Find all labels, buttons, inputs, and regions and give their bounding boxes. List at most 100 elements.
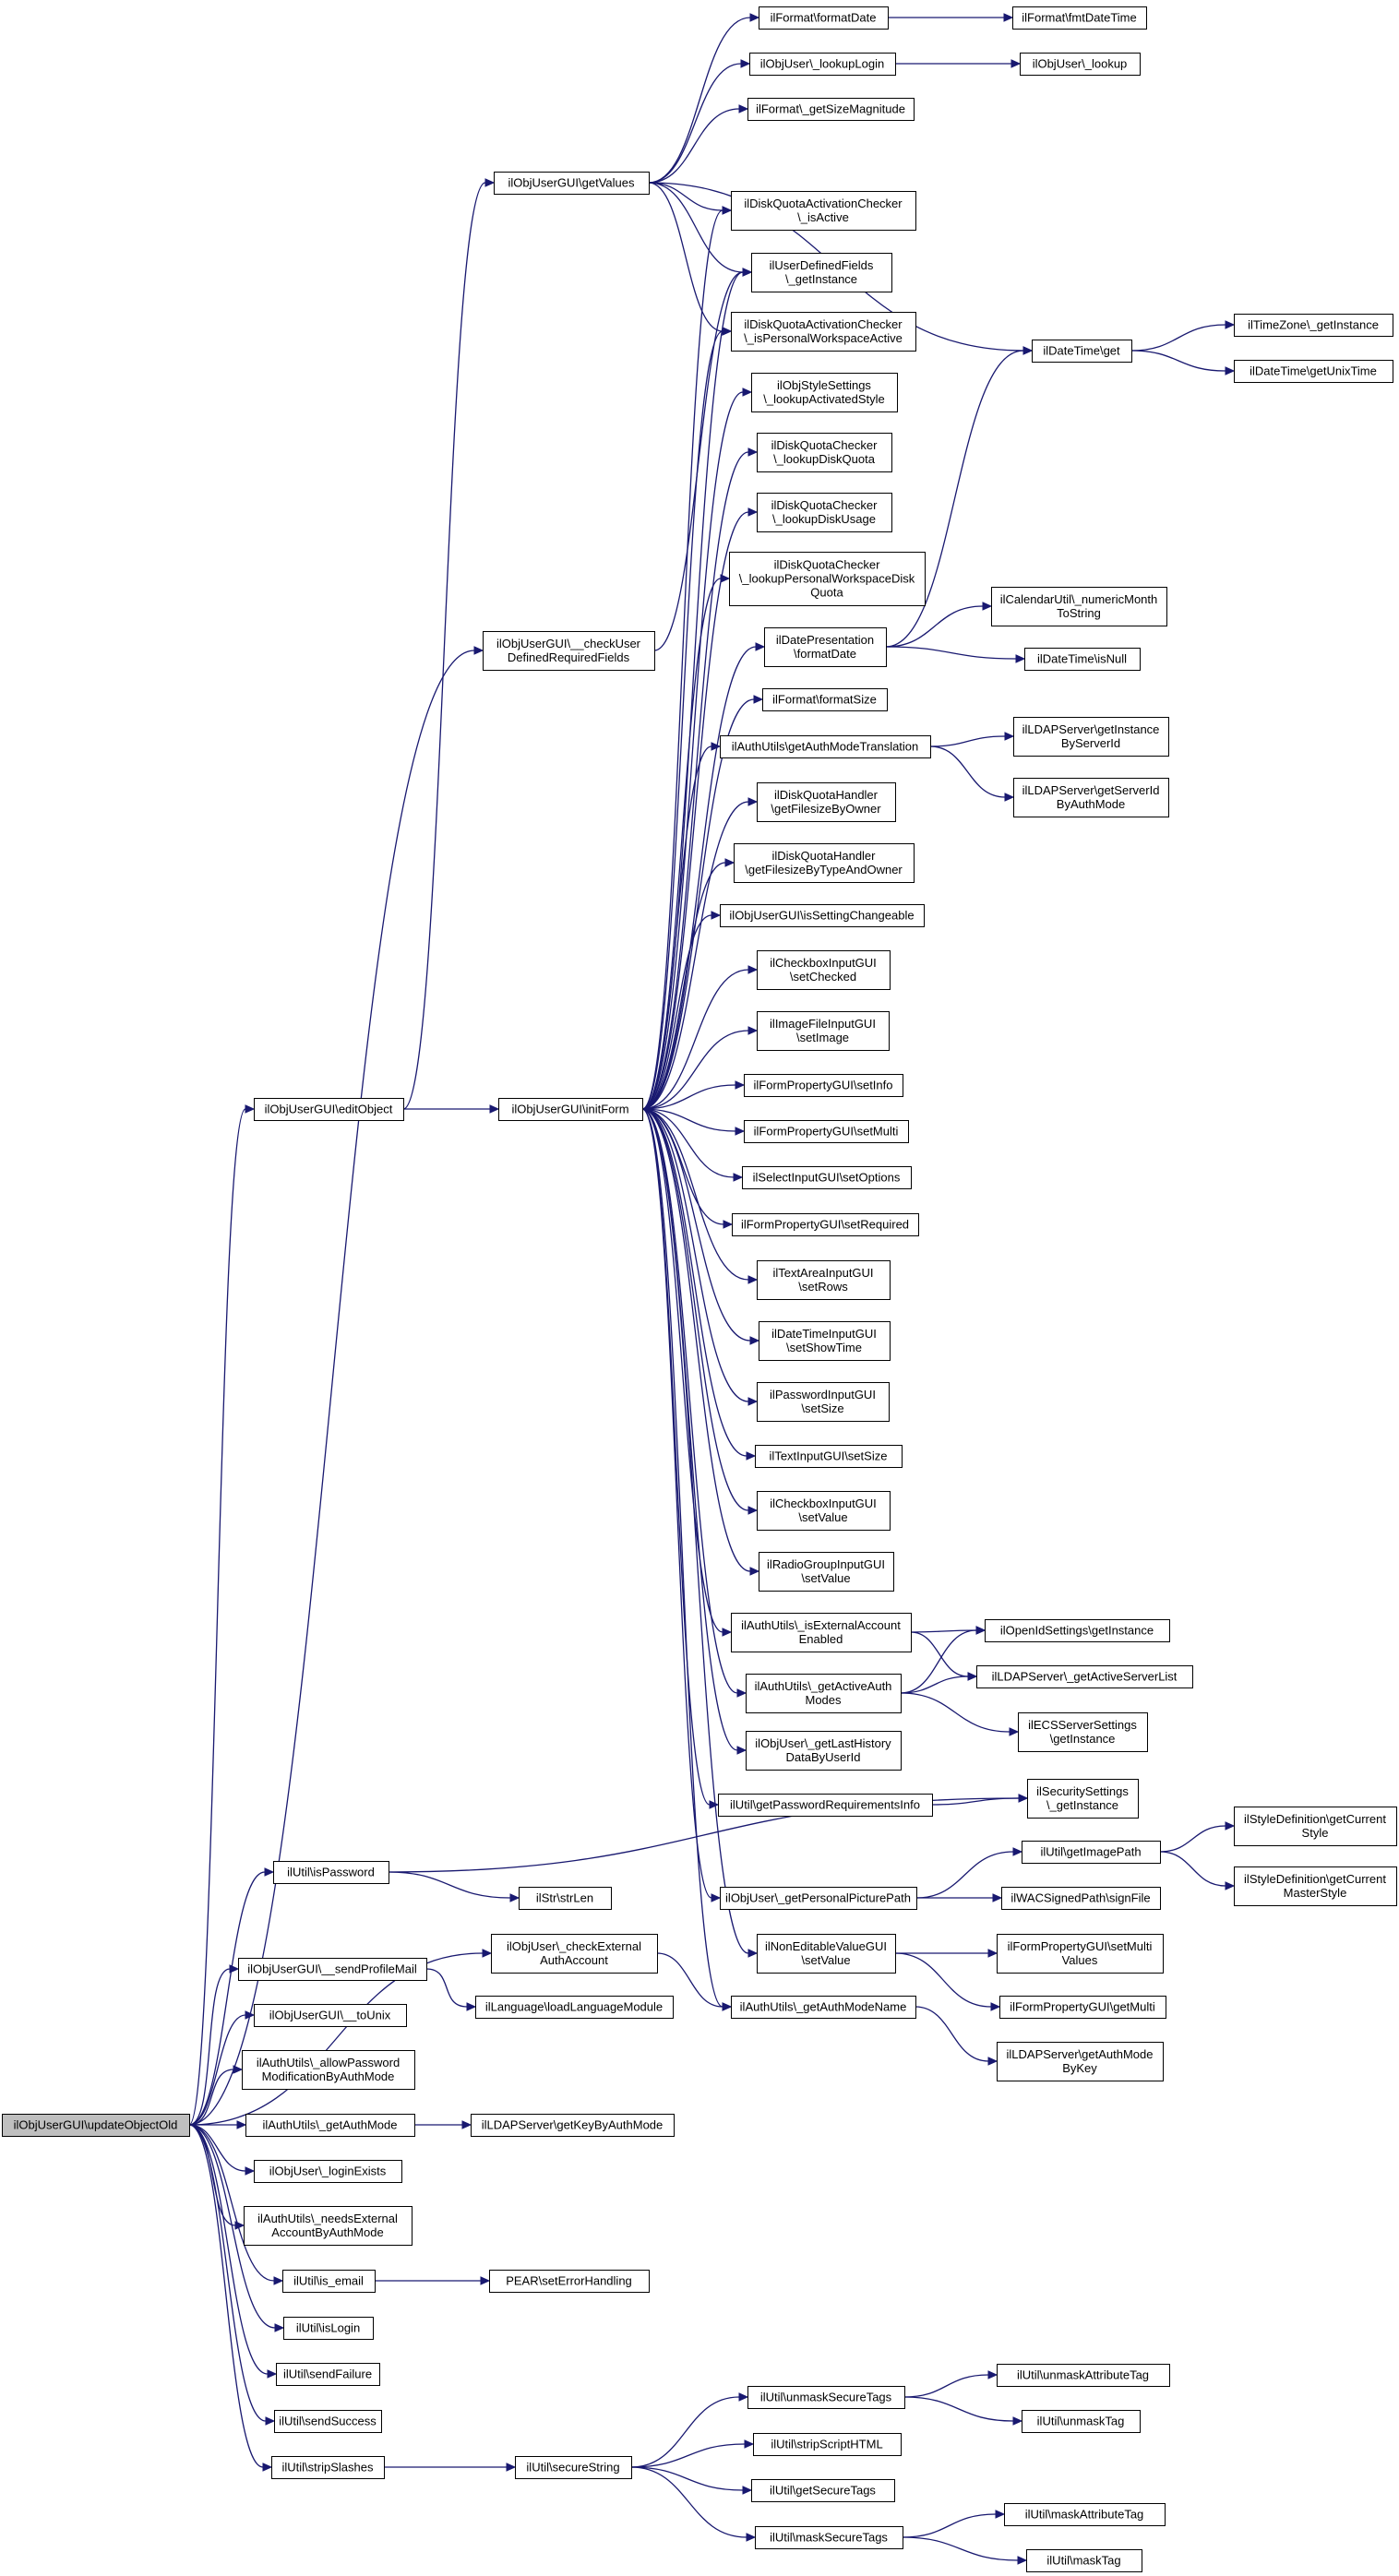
node-root[interactable]: ilObjUserGUI\updateObjectOld <box>2 2114 190 2137</box>
arrowhead <box>749 1336 760 1345</box>
node-wac-sign[interactable]: ilWACSignedPath\signFile <box>1001 1887 1161 1910</box>
node-label: ilDiskQuotaChecker <box>771 438 879 452</box>
node-secure-string[interactable]: ilUtil\secureString <box>515 2456 632 2479</box>
node-needs-ext-acc[interactable]: ilAuthUtils\_needsExternalAccountByAuthM… <box>244 2206 413 2246</box>
node-dq-personal[interactable]: ilDiskQuotaActivationChecker\_isPersonal… <box>731 312 916 352</box>
node-str-len[interactable]: ilStr\strLen <box>519 1887 612 1910</box>
node-lookup[interactable]: ilObjUser\_lookup <box>1020 53 1141 76</box>
node-get-image-path[interactable]: ilUtil\getImagePath <box>1022 1841 1161 1864</box>
node-label: \_isActive <box>797 210 849 224</box>
node-label: ilObjUserGUI\isSettingChangeable <box>729 909 914 923</box>
node-get-auth-mode[interactable]: ilAuthUtils\_getAuthMode <box>245 2114 415 2137</box>
node-to-unix[interactable]: ilObjUserGUI\__toUnix <box>254 2004 407 2027</box>
node-dt-get-unix[interactable]: ilDateTime\getUnixTime <box>1234 360 1393 383</box>
node-tz-get-instance[interactable]: ilTimeZone\_getInstance <box>1234 314 1393 337</box>
node-login-exists[interactable]: ilObjUser\_loginExists <box>254 2160 402 2183</box>
node-cb-set-value[interactable]: ilCheckboxInputGUI\setValue <box>757 1491 891 1531</box>
node-ldap-active-list[interactable]: ilLDAPServer\_getActiveServerList <box>976 1665 1193 1688</box>
node-dqh-filesize-owner[interactable]: ilDiskQuotaHandler\getFilesizeByOwner <box>757 782 896 822</box>
arrowhead <box>461 2120 472 2129</box>
node-fp-get-multi[interactable]: ilFormPropertyGUI\getMulti <box>999 1996 1166 2019</box>
node-open-id-get-inst[interactable]: ilOpenIdSettings\getInstance <box>985 1619 1170 1642</box>
node-ecs-get-inst[interactable]: ilECSServerSettings\getInstance <box>1018 1712 1148 1752</box>
node-pw-set-size[interactable]: ilPasswordInputGUI\setSize <box>757 1382 890 1422</box>
arrowhead <box>746 1451 757 1461</box>
node-format-date[interactable]: ilFormat\formatDate <box>759 6 889 30</box>
node-mask-attr[interactable]: ilUtil\maskAttributeTag <box>1004 2503 1166 2526</box>
node-mask-secure[interactable]: ilUtil\maskSecureTags <box>755 2526 903 2549</box>
node-allow-pw-mod[interactable]: ilAuthUtils\_allowPasswordModificationBy… <box>242 2050 415 2090</box>
edge-is-ext-acc-to-ldap-active-list <box>910 1631 978 1681</box>
node-is-email[interactable]: ilUtil\is_email <box>282 2270 376 2293</box>
node-init-form[interactable]: ilObjUserGUI\initForm <box>498 1098 643 1121</box>
node-get-size-mag[interactable]: ilFormat\_getSizeMagnitude <box>747 98 915 121</box>
node-label: ilAuthUtils\_allowPassword <box>257 2056 400 2069</box>
node-fp-set-multi[interactable]: ilFormPropertyGUI\setMulti <box>744 1120 909 1143</box>
node-fp-set-required[interactable]: ilFormPropertyGUI\setRequired <box>732 1213 919 1236</box>
node-dq-lookup-pwq[interactable]: ilDiskQuotaChecker\_lookupPersonalWorksp… <box>729 552 926 606</box>
node-lookup-login[interactable]: ilObjUser\_lookupLogin <box>749 53 896 76</box>
node-send-profile-mail[interactable]: ilObjUserGUI\__sendProfileMail <box>238 1958 427 1981</box>
node-box <box>254 2004 407 2027</box>
node-box <box>747 2386 905 2409</box>
node-dq-lookup-usage[interactable]: ilDiskQuotaChecker\_lookupDiskUsage <box>757 493 892 532</box>
node-is-setting-changeable[interactable]: ilObjUserGUI\isSettingChangeable <box>720 904 925 927</box>
node-dt-get[interactable]: ilDateTime\get <box>1032 340 1132 363</box>
node-get-values[interactable]: ilObjUserGUI\getValues <box>494 172 650 195</box>
edge-init-form-to-personal-pic <box>641 1108 722 1902</box>
node-is-login[interactable]: ilUtil\isLogin <box>283 2317 374 2340</box>
node-sel-set-options[interactable]: ilSelectInputGUI\setOptions <box>742 1166 912 1189</box>
node-auth-mode-trans[interactable]: ilAuthUtils\getAuthModeTranslation <box>720 735 931 758</box>
node-pear-err[interactable]: PEAR\setErrorHandling <box>489 2270 650 2293</box>
node-fmt-date-time[interactable]: ilFormat\fmtDateTime <box>1012 6 1147 30</box>
node-strip-script[interactable]: ilUtil\stripScriptHTML <box>753 2433 902 2456</box>
node-send-failure[interactable]: ilUtil\sendFailure <box>276 2363 380 2386</box>
node-box <box>747 98 915 121</box>
node-style-lookup[interactable]: ilObjStyleSettings\_lookupActivatedStyle <box>751 373 898 412</box>
node-unmask-tag[interactable]: ilUtil\unmaskTag <box>1022 2410 1141 2433</box>
node-date-pres-format[interactable]: ilDatePresentation\formatDate <box>764 627 887 667</box>
node-label: ilPasswordInputGUI <box>770 1388 876 1401</box>
node-dq-lookup-quota[interactable]: ilDiskQuotaChecker\_lookupDiskQuota <box>757 433 892 472</box>
node-cb-set-checked[interactable]: ilCheckboxInputGUI\setChecked <box>757 950 891 990</box>
node-pw-req-info[interactable]: ilUtil\getPasswordRequirementsInfo <box>718 1794 933 1817</box>
node-nev-set-value[interactable]: ilNonEditableValueGUI\setValue <box>757 1934 896 1974</box>
node-fp-set-info[interactable]: ilFormPropertyGUI\setInfo <box>744 1074 903 1097</box>
node-send-success[interactable]: ilUtil\sendSuccess <box>274 2410 382 2433</box>
node-rg-set-value[interactable]: ilRadioGroupInputGUI\setValue <box>759 1552 894 1592</box>
node-personal-pic[interactable]: ilObjUser\_getPersonalPicturePath <box>720 1887 917 1910</box>
node-get-secure-tags[interactable]: ilUtil\getSecureTags <box>751 2479 895 2502</box>
node-is-password[interactable]: ilUtil\isPassword <box>273 1861 389 1884</box>
node-img-set-image[interactable]: ilImageFileInputGUI\setImage <box>757 1011 890 1051</box>
node-format-size[interactable]: ilFormat\formatSize <box>762 688 888 711</box>
node-strip-slashes[interactable]: ilUtil\stripSlashes <box>271 2456 385 2479</box>
node-mask-tag[interactable]: ilUtil\maskTag <box>1026 2549 1142 2572</box>
node-txt-set-size[interactable]: ilTextInputGUI\setSize <box>755 1445 903 1468</box>
node-dt-is-null[interactable]: ilDateTime\isNull <box>1024 648 1141 671</box>
node-get-auth-mode-name[interactable]: ilAuthUtils\_getAuthModeName <box>731 1996 916 2019</box>
node-dq-is-active[interactable]: ilDiskQuotaActivationChecker\_isActive <box>731 191 916 231</box>
node-edit-object[interactable]: ilObjUserGUI\editObject <box>254 1098 404 1121</box>
node-sec-get-inst[interactable]: ilSecuritySettings\_getInstance <box>1027 1779 1139 1819</box>
node-unmask-secure[interactable]: ilUtil\unmaskSecureTags <box>747 2386 905 2409</box>
node-udf-get-instance[interactable]: ilUserDefinedFields\_getInstance <box>751 253 892 292</box>
node-ldap-key-by-auth[interactable]: ilLDAPServer\getKeyByAuthMode <box>471 2114 675 2137</box>
node-dqh-filesize-type[interactable]: ilDiskQuotaHandler\getFilesizeByTypeAndO… <box>734 843 915 883</box>
node-check-user-def[interactable]: ilObjUserGUI\__checkUserDefinedRequiredF… <box>483 631 655 671</box>
node-unmask-attr[interactable]: ilUtil\unmaskAttributeTag <box>997 2364 1170 2387</box>
edge-line <box>648 63 742 184</box>
node-ta-set-rows[interactable]: ilTextAreaInputGUI\setRows <box>757 1260 891 1300</box>
node-dt-set-show-time[interactable]: ilDateTimeInputGUI\setShowTime <box>759 1321 891 1361</box>
node-load-lang-module[interactable]: ilLanguage\loadLanguageModule <box>475 1996 674 2019</box>
